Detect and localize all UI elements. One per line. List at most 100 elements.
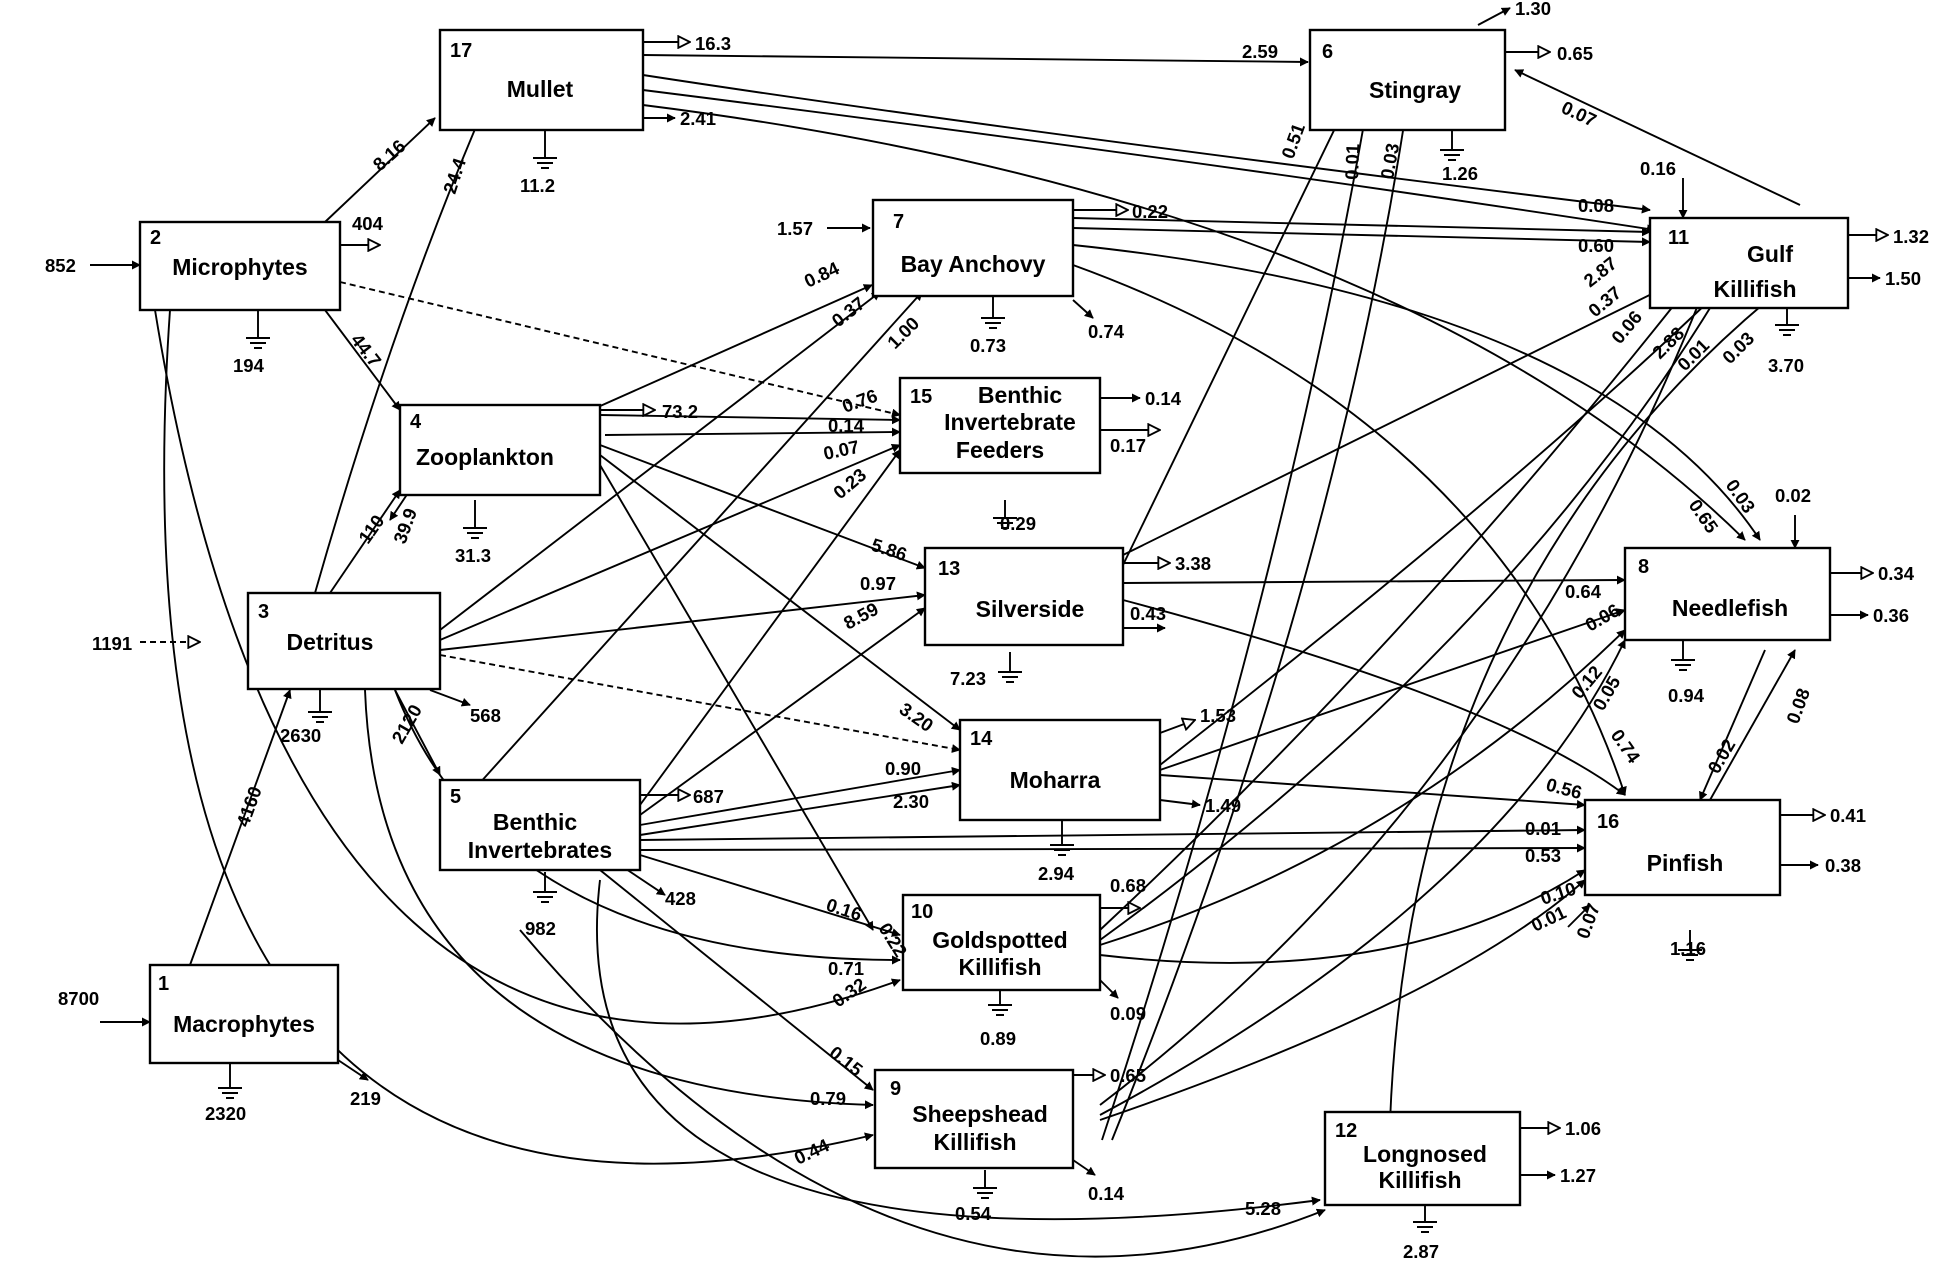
flow-label: 0.37 — [828, 292, 869, 331]
svg-text:12: 12 — [1335, 1120, 1357, 1142]
flow-label: 0.90 — [885, 758, 921, 779]
flow-label: 0.17 — [1110, 435, 1146, 456]
flow-label: 0.29 — [1000, 513, 1036, 534]
flow-label: 0.38 — [1825, 855, 1861, 876]
node-15-benthic-invertebrate-feeders: 15 Benthic Invertebrate Feeders — [898, 376, 1102, 475]
flow-label: 0.53 — [1525, 845, 1561, 866]
flow-label: 0.64 — [1565, 581, 1602, 602]
flow-label: 2.59 — [1242, 41, 1278, 62]
svg-text:Killifish: Killifish — [933, 1129, 1016, 1155]
flow-label: 73.2 — [662, 401, 698, 422]
flow-label: 7.23 — [950, 668, 986, 689]
flow-label: 0.76 — [839, 385, 880, 417]
svg-text:Needlefish: Needlefish — [1672, 595, 1788, 621]
svg-text:Killifish: Killifish — [1713, 276, 1796, 302]
flow-label: 2120 — [387, 701, 426, 747]
flow-label: 0.34 — [1878, 563, 1915, 584]
flow-label: 687 — [693, 786, 724, 807]
flow-label: 3.20 — [896, 698, 938, 736]
node-1-macrophytes: 1 Macrophytes — [148, 963, 340, 1065]
svg-text:Killifish: Killifish — [1378, 1167, 1461, 1193]
flow-label: 39.9 — [389, 505, 421, 546]
flow-label: 0.07 — [1572, 900, 1604, 941]
svg-text:Killifish: Killifish — [958, 954, 1041, 980]
flow-label: 2.94 — [1038, 863, 1075, 884]
flow-label: 0.08 — [1578, 195, 1614, 216]
flow-label: 8700 — [58, 988, 99, 1009]
flow-label: 1191 — [92, 633, 132, 654]
flow-label: 0.89 — [980, 1028, 1016, 1049]
svg-text:Detritus: Detritus — [287, 629, 374, 655]
flow-label: 1.06 — [1565, 1118, 1601, 1139]
node-7-bay-anchovy: 7 Bay Anchovy — [871, 198, 1075, 298]
flow-label: 0.14 — [1088, 1183, 1125, 1204]
flow-label: 0.74 — [1088, 321, 1125, 342]
flow-label: 1.30 — [1515, 0, 1551, 19]
flow-label: 0.84 — [801, 257, 843, 292]
node-17-mullet: 17 Mullet — [438, 28, 645, 132]
flow-label: 0.97 — [860, 573, 896, 594]
flow-label: 0.43 — [1130, 603, 1166, 624]
node-3-detritus: 3 Detritus — [246, 591, 442, 691]
svg-text:Bay Anchovy: Bay Anchovy — [901, 251, 1046, 277]
node-13-silverside: 13 Silverside — [923, 546, 1125, 647]
svg-text:11: 11 — [1668, 227, 1689, 249]
flow-label: 0.41 — [1830, 805, 1866, 826]
flow-label: 0.02 — [1775, 485, 1811, 506]
svg-text:Gulf: Gulf — [1747, 241, 1793, 267]
flow-label: 0.14 — [1145, 388, 1182, 409]
svg-text:Moharra: Moharra — [1010, 767, 1101, 793]
flow-label: 0.03 — [1718, 328, 1758, 368]
flow-label: 2.41 — [680, 108, 716, 129]
flow-label: 0.07 — [821, 436, 861, 464]
external-flows — [90, 7, 1888, 1180]
flow-label: 219 — [350, 1088, 381, 1109]
flow-label: 1.53 — [1200, 705, 1236, 726]
svg-text:1: 1 — [158, 973, 169, 995]
flow-label: 1.16 — [1670, 938, 1706, 959]
svg-text:8: 8 — [1638, 556, 1649, 578]
node-12-longnosed-killifish: 12 Longnosed Killifish — [1323, 1110, 1522, 1207]
svg-text:Benthic: Benthic — [493, 809, 578, 835]
flow-label: 2.87 — [1580, 252, 1621, 291]
svg-text:Longnosed: Longnosed — [1363, 1141, 1487, 1167]
flow-label: 0.23 — [829, 464, 870, 503]
flow-label: 2630 — [280, 725, 321, 746]
flow-label: 8.16 — [369, 135, 410, 175]
node-16-pinfish: 16 Pinfish — [1583, 798, 1782, 897]
svg-text:Macrophytes: Macrophytes — [173, 1011, 315, 1037]
flow-label: 24.4 — [439, 155, 470, 196]
flow-label: 0.15 — [826, 1042, 867, 1081]
flow-label: 982 — [525, 918, 556, 939]
svg-text:7: 7 — [893, 211, 904, 233]
flow-label: 0.54 — [955, 1203, 992, 1224]
flow-label: 0.16 — [1640, 158, 1676, 179]
svg-text:Silverside: Silverside — [976, 596, 1085, 622]
svg-text:Microphytes: Microphytes — [172, 254, 307, 280]
flow-label: 31.3 — [455, 545, 491, 566]
svg-text:6: 6 — [1322, 41, 1333, 63]
flow-label: 0.32 — [828, 973, 870, 1011]
flow-label: 0.16 — [824, 894, 865, 925]
svg-text:9: 9 — [890, 1078, 901, 1100]
flow-label: 0.14 — [828, 415, 865, 436]
flow-label: 0.01 — [1528, 901, 1570, 935]
flow-label: 568 — [470, 705, 501, 726]
svg-text:17: 17 — [450, 40, 472, 62]
flow-label: 4160 — [232, 784, 266, 830]
flow-label: 0.08 — [1782, 685, 1814, 726]
flow-lines — [154, 54, 1801, 1258]
flow-label: 0.71 — [828, 958, 864, 979]
node-9-sheepshead-killifish: 9 Sheepshead Killifish — [873, 1068, 1075, 1170]
flow-label: 0.94 — [1668, 685, 1705, 706]
svg-text:Invertebrate: Invertebrate — [944, 409, 1076, 435]
node-6-stingray: 6 Stingray — [1308, 28, 1507, 132]
flow-label: 2.30 — [893, 791, 929, 812]
flow-label: 0.36 — [1873, 605, 1909, 626]
svg-text:4: 4 — [410, 411, 422, 433]
nodes: 1 Macrophytes 2 Microphytes 3 Detritus 4… — [138, 28, 1850, 1207]
node-11-gulf-killifish: 11 Gulf Killifish — [1648, 216, 1850, 310]
flow-label: 0.65 — [1557, 43, 1593, 64]
svg-text:Stingray: Stingray — [1369, 77, 1461, 103]
flow-label: 11.2 — [520, 175, 555, 196]
